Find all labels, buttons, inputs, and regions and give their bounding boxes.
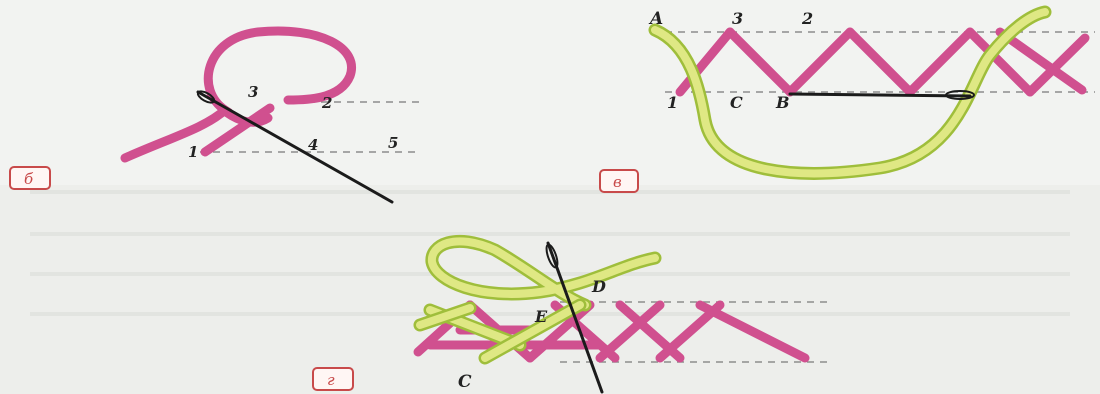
needle-g — [545, 241, 604, 394]
label-b-5: 5 — [388, 134, 398, 152]
badge-v: в — [599, 169, 639, 193]
badge-b-label: б — [24, 170, 34, 188]
label-v-C: C — [730, 93, 743, 112]
pink-thread-loop — [120, 26, 356, 163]
badge-g-label: г — [327, 371, 335, 389]
needle-v — [788, 90, 975, 100]
pink-thread-stitch — [200, 103, 275, 157]
label-b-4: 4 — [308, 136, 318, 154]
green-thread-v — [648, 5, 1052, 180]
green-thread-g — [413, 234, 662, 365]
badge-g: г — [312, 367, 354, 391]
label-g-C: C — [458, 372, 472, 392]
label-b-3: 3 — [248, 83, 258, 101]
badge-b: б — [9, 166, 51, 190]
pink-cross-stitches — [675, 27, 1090, 97]
badge-v-label: в — [613, 173, 622, 191]
figure-b: 3 2 1 4 5 б — [9, 26, 420, 204]
figure-v: A 3 2 1 C B в — [599, 5, 1095, 193]
label-v-B: B — [775, 93, 790, 112]
label-g-E: E — [534, 307, 548, 326]
label-v-A: A — [648, 9, 663, 29]
label-b-2: 2 — [321, 94, 332, 112]
figure-g: D E C г — [312, 234, 830, 394]
label-v-1: 1 — [667, 93, 678, 112]
pink-thread-tail — [221, 107, 273, 127]
needle-b — [196, 90, 394, 204]
label-b-1: 1 — [188, 143, 198, 161]
label-v-3: 3 — [732, 9, 743, 28]
label-g-D: D — [591, 277, 606, 296]
label-v-2: 2 — [801, 9, 813, 28]
